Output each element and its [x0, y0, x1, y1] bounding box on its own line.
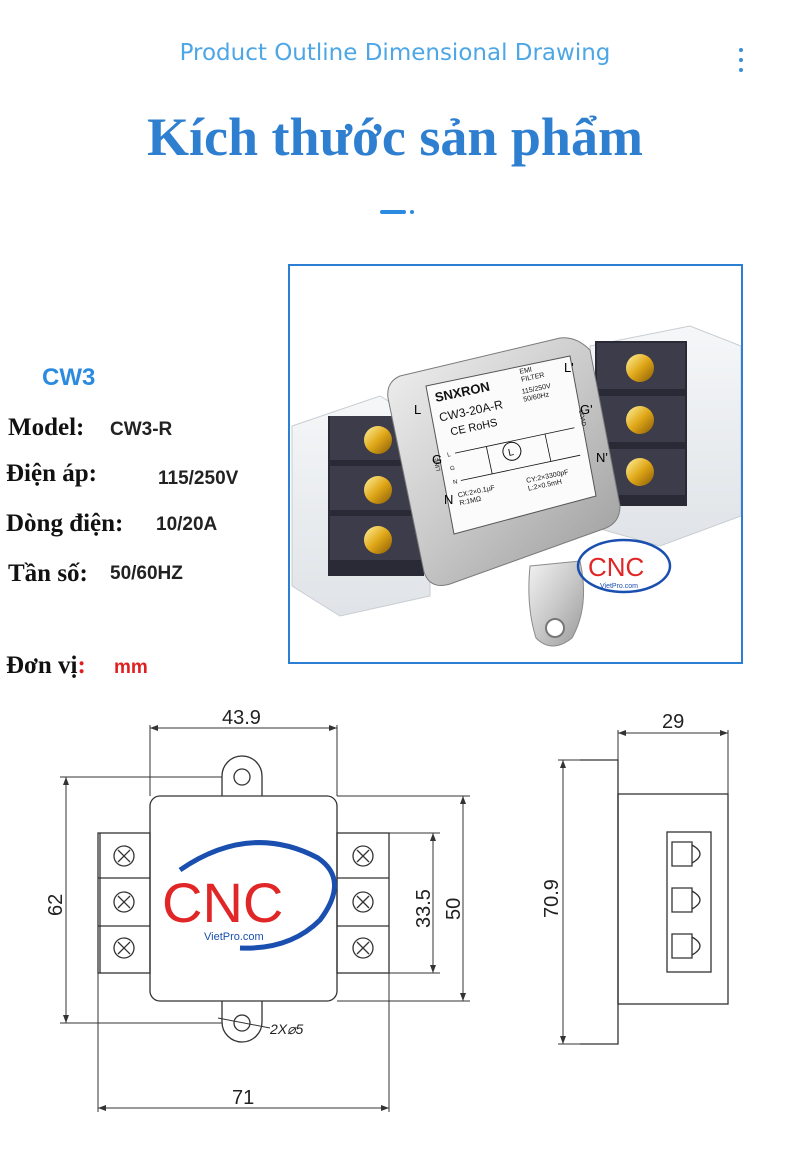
right-terminal-outline	[336, 832, 390, 974]
dim-front-height: 62	[45, 894, 67, 916]
model-value: CW3-R	[110, 419, 173, 440]
label-line: LINE	[434, 457, 443, 471]
model-label: Model:	[8, 414, 85, 441]
more-options-icon[interactable]	[736, 48, 746, 78]
bottom-mount-tab	[221, 1001, 263, 1043]
term-n-prime: N'	[596, 450, 608, 465]
frequency-value: 50/60HZ	[110, 563, 183, 584]
side-body	[617, 793, 729, 1005]
section-subtitle: Product Outline Dimensional Drawing	[179, 40, 611, 66]
series-name: CW3	[42, 364, 96, 391]
logo-small-site: VietPro.com	[600, 583, 638, 590]
unit-value: mm	[114, 657, 148, 678]
title-accent-divider	[380, 203, 415, 221]
voltage-label: Điện áp:	[6, 460, 97, 487]
label-small-g: G	[450, 466, 456, 473]
logo-small-text: CNC	[588, 552, 644, 582]
front-screws	[113, 845, 374, 959]
term-l-prime: L'	[564, 360, 574, 375]
dim-side-width: 29	[662, 711, 684, 733]
term-n: N	[444, 492, 453, 507]
cnc-logo-large: CNC VietPro.com	[162, 840, 337, 951]
side-terminal	[666, 831, 712, 973]
label-load: LOAD	[577, 410, 586, 428]
emi-filter-illustration: SNXRON EMI FILTER CW3-20A-R 115/250V 50/…	[291, 325, 741, 647]
svg-text:L: L	[507, 447, 515, 459]
logo-large-site: VietPro.com	[204, 931, 264, 943]
dim-front-inner-height: 33.5	[413, 889, 435, 928]
label-filter: FILTER	[521, 372, 546, 384]
product-photo: SNXRON EMI FILTER CW3-20A-R 115/250V 50/…	[288, 264, 743, 664]
dim-front-body-height: 50	[443, 898, 465, 920]
page-title: Kích thước sản phẩm	[147, 107, 643, 167]
dimensional-drawing: 43.9 62 33.5 50 71 2X⌀5 29 70.9 CNC Viet…	[45, 707, 729, 1112]
dim-side-height: 70.9	[541, 879, 563, 918]
label-small-n: N	[453, 479, 458, 486]
cnc-logo-small: CNC VietPro.com	[576, 538, 672, 594]
top-mount-tab	[221, 755, 263, 796]
logo-large-text: CNC	[162, 871, 283, 934]
label-r: R:1MΩ	[459, 496, 482, 507]
label-small-l: L	[447, 452, 452, 459]
term-g-prime: G'	[580, 402, 593, 417]
label-emi: EMI	[519, 366, 533, 375]
current-label: Dòng điện:	[6, 510, 124, 537]
filter-body	[387, 337, 621, 586]
term-l: L	[414, 402, 421, 417]
dim-front-total-width: 71	[232, 1087, 254, 1109]
current-value: 10/20A	[156, 514, 218, 535]
voltage-value: 115/250V	[158, 468, 239, 489]
left-terminal-outline	[97, 832, 151, 974]
frequency-label: Tần số:	[8, 560, 88, 587]
dim-front-top-width: 43.9	[222, 707, 261, 729]
side-flange	[580, 759, 619, 1045]
unit-label: Đơn vị:	[6, 652, 86, 679]
dim-hole-note: 2X⌀5	[269, 1021, 304, 1037]
term-g: G	[432, 452, 442, 467]
